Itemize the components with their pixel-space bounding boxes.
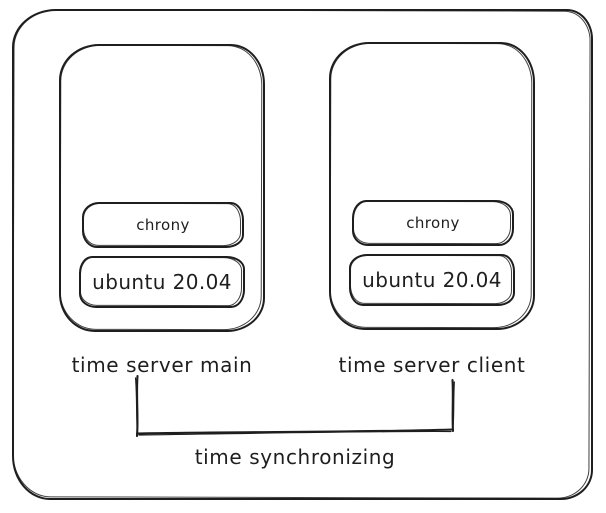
network-boundary-frame: chrony ubuntu 20.04 chrony ubuntu 20.04 … [12,9,593,500]
server-label-main: time server main [71,353,253,377]
connector-label: time synchronizing [194,445,396,469]
server-box-client: chrony ubuntu 20.04 [329,42,535,330]
component-chrony-client: chrony [352,200,514,246]
component-chrony-main: chrony [82,202,244,248]
server-box-main: chrony ubuntu 20.04 [59,44,265,332]
component-ubuntu-client: ubuntu 20.04 [349,254,515,306]
server-label-client: time server client [338,353,526,377]
component-ubuntu-main: ubuntu 20.04 [79,256,245,308]
